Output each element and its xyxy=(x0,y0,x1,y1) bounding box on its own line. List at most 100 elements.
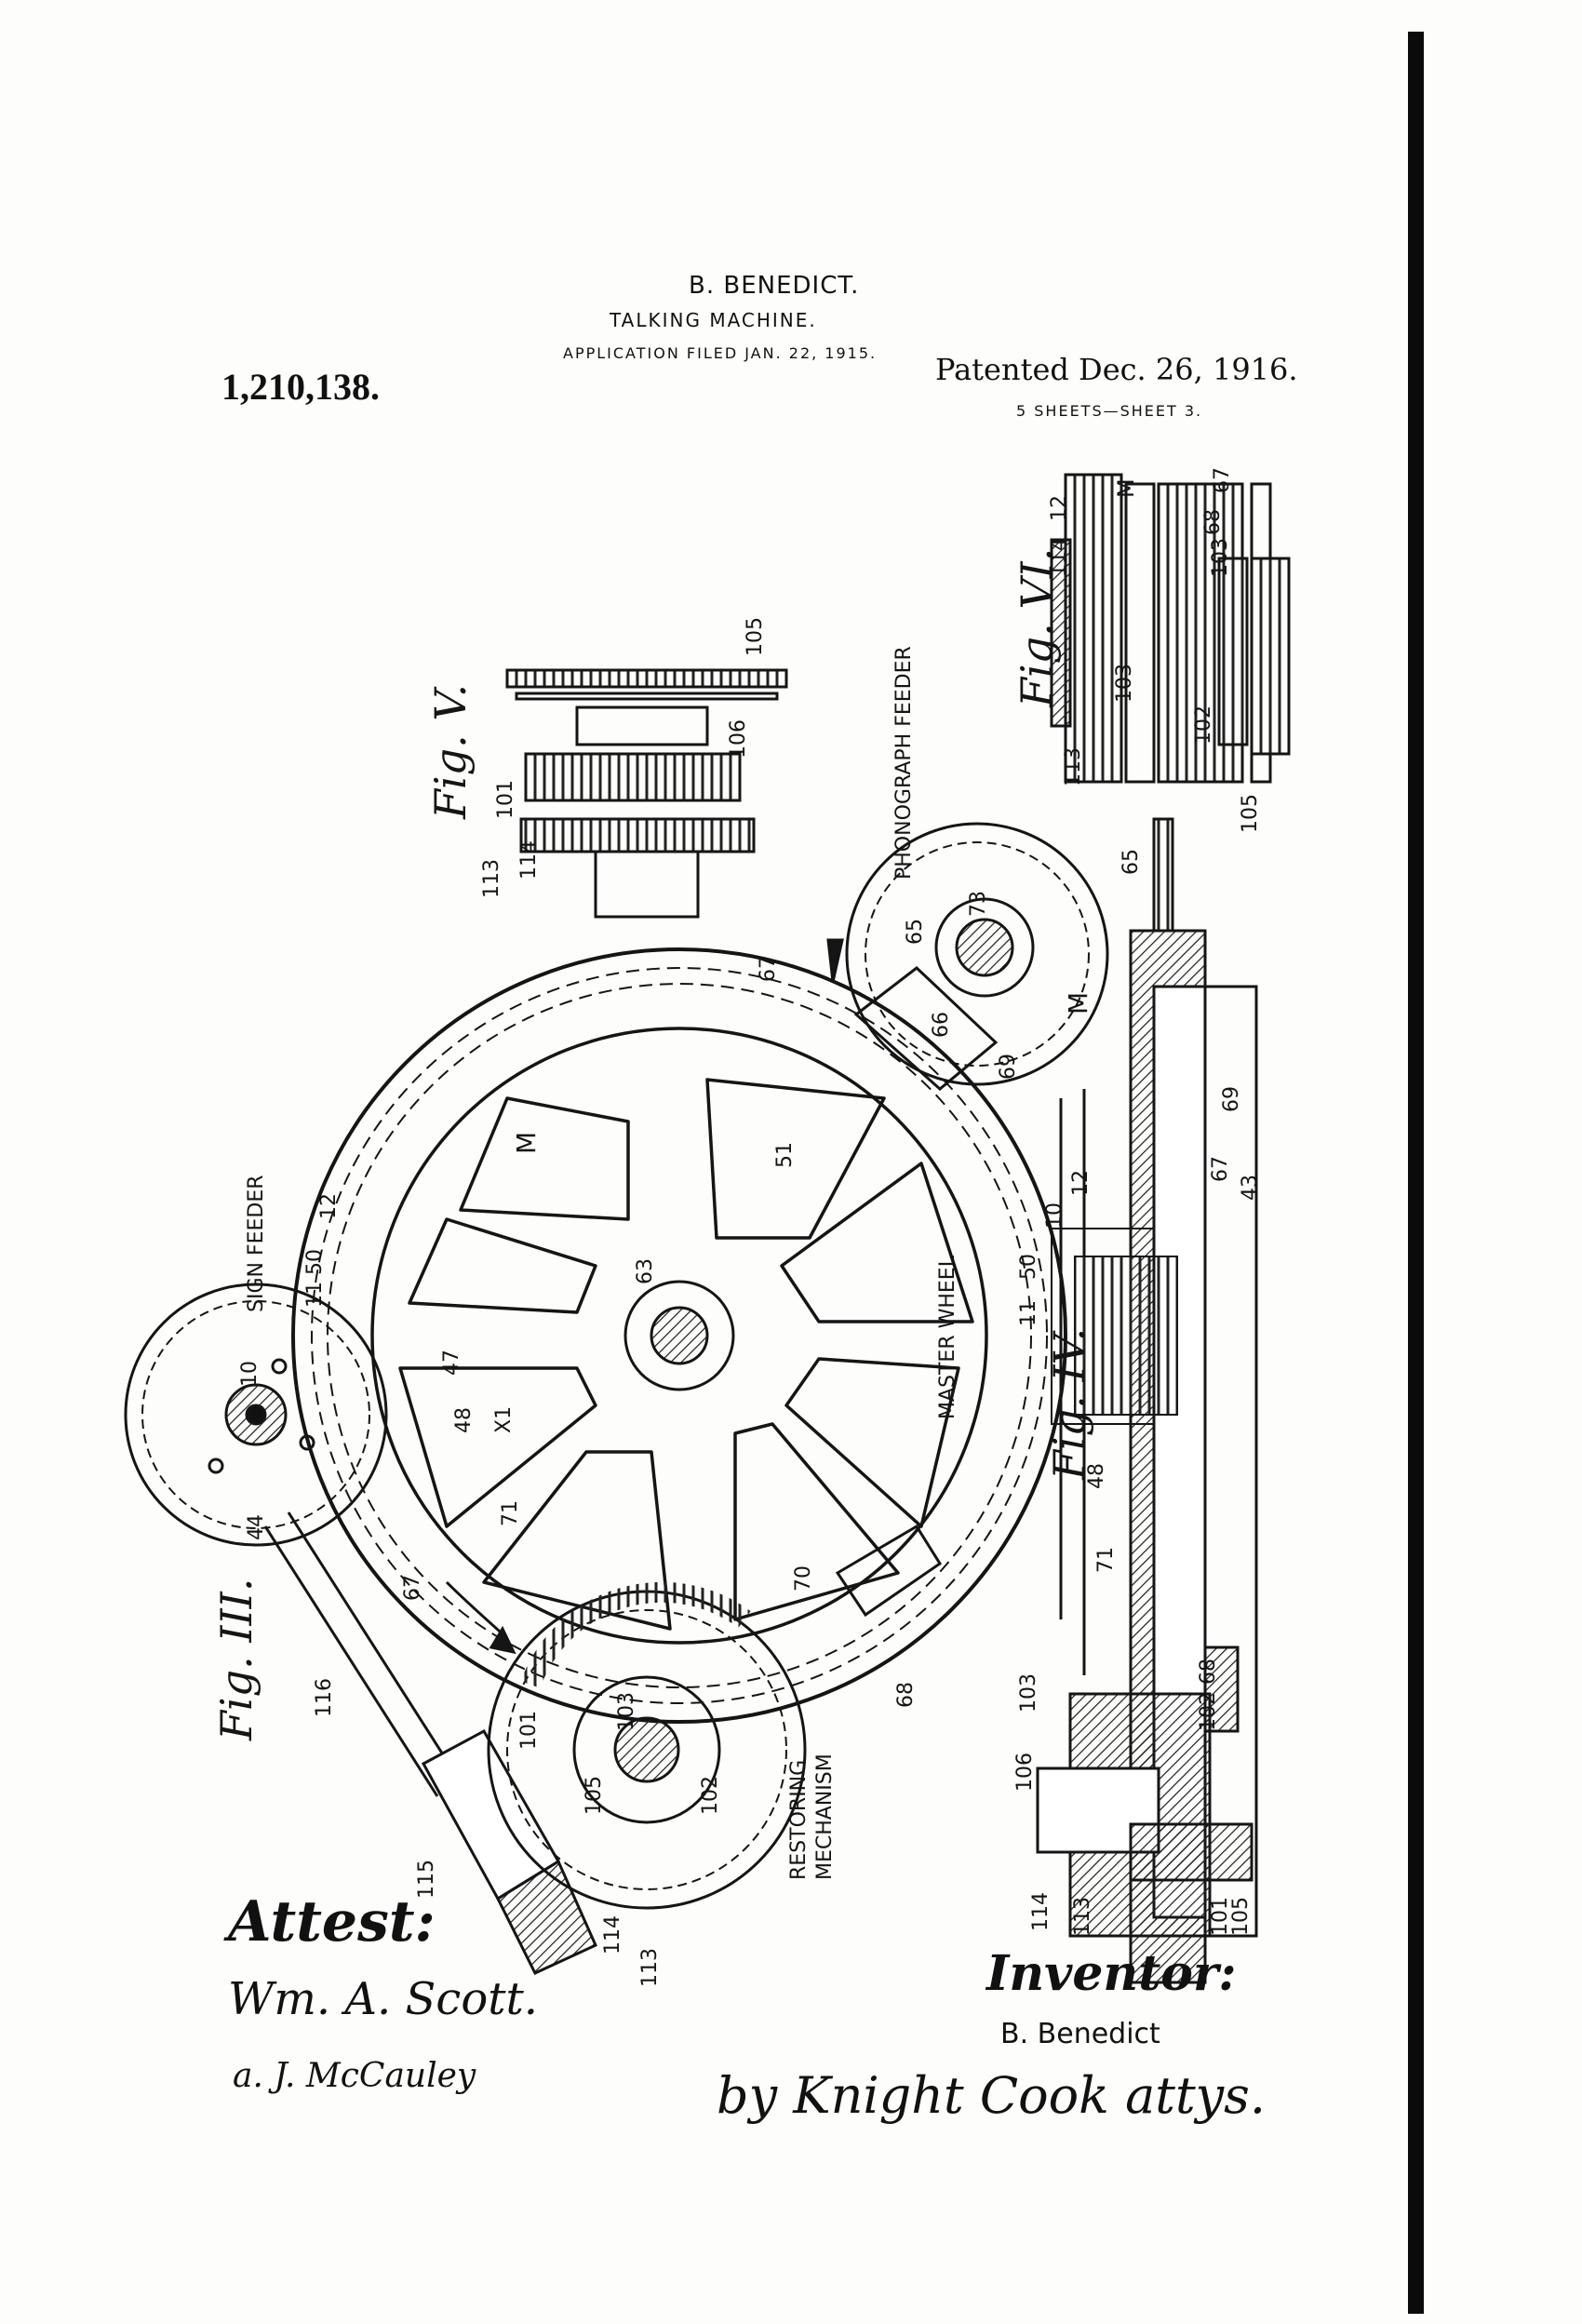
witness-1-signature: Wm. A. Scott. xyxy=(228,1973,539,2025)
fig5-label-113: 113 xyxy=(480,859,503,898)
fig6-label-114: 114 xyxy=(1048,538,1071,577)
patented-date: Patented Dec. 26, 1916. xyxy=(935,352,1298,387)
fig4-label-106: 106 xyxy=(1013,1753,1037,1792)
fig6-label-113: 113 xyxy=(1062,747,1085,786)
label-114: 114 xyxy=(601,1915,624,1955)
fig5-label-105: 105 xyxy=(744,617,767,656)
label-67b: 67 xyxy=(401,1575,424,1601)
application-filed: APPLICATION FILED JAN. 22, 1915. xyxy=(563,344,878,362)
fig3-sign-feeder-gear xyxy=(124,1283,388,1547)
label-restoring-2: MECHANISM xyxy=(813,1753,837,1880)
fig3-title: Fig. III. xyxy=(211,1578,261,1741)
inventor-signature-name: B. Benedict xyxy=(1000,2018,1160,2050)
label-105: 105 xyxy=(583,1776,606,1815)
label-restoring-1: RESTORING xyxy=(787,1760,811,1880)
label-71: 71 xyxy=(499,1500,522,1526)
fig4-label-43: 43 xyxy=(1239,1175,1262,1201)
label-master-wheel: MASTER WHEEL xyxy=(936,1255,959,1419)
fig6-assembly xyxy=(1050,473,1291,784)
label-73: 73 xyxy=(967,891,990,917)
attorneys-signature: by Knight Cook attys. xyxy=(717,2066,1267,2125)
fig3-spoke-windows xyxy=(398,1078,974,1631)
label-sign-feeder: SIGN FEEDER xyxy=(245,1175,268,1312)
inventor-name: B. BENEDICT. xyxy=(689,272,860,300)
fig6-label-12: 12 xyxy=(1048,495,1071,521)
label-67: 67 xyxy=(757,956,780,982)
fig4-label-101: 101 xyxy=(1209,1897,1232,1936)
fig4-label-105: 105 xyxy=(1229,1897,1253,1936)
fig4-label-M: M xyxy=(1063,992,1093,1014)
sheet-info: 5 SHEETS—SHEET 3. xyxy=(1016,402,1203,420)
label-10: 10 xyxy=(238,1361,261,1387)
fig4-label-12: 12 xyxy=(1069,1170,1093,1196)
fig3-shaft-116 xyxy=(263,1511,597,1975)
label-69: 69 xyxy=(997,1054,1020,1080)
fig5-label-101: 101 xyxy=(494,780,517,819)
label-51: 51 xyxy=(773,1142,797,1168)
fig6-title: Fig. VI. xyxy=(1012,548,1062,708)
label-63: 63 xyxy=(634,1258,657,1284)
fig3-master-wheel xyxy=(291,947,1067,1724)
fig6-labels: M 67 68 12 103 103 114 102 113 105 xyxy=(1048,467,1262,833)
label-116: 116 xyxy=(313,1678,336,1717)
label-phonograph-feeder: PHONOGRAPH FEEDER xyxy=(892,646,916,880)
fig4-title: Fig. IV. xyxy=(1044,1328,1094,1481)
fig4-label-68: 68 xyxy=(1197,1659,1220,1685)
fig5-labels: 105 106 101 114 113 xyxy=(480,617,767,898)
fig3-restoring-gear xyxy=(487,1581,807,1910)
label-103: 103 xyxy=(615,1692,638,1731)
inventor-label: Inventor: xyxy=(986,1945,1237,2002)
fig6-label-105: 105 xyxy=(1239,794,1262,833)
fig5-title: Fig. V. xyxy=(425,684,476,820)
fig4-label-50: 50 xyxy=(1017,1254,1040,1280)
label-48: 48 xyxy=(452,1407,476,1433)
fig5-assembly xyxy=(505,668,788,919)
fig5-label-106: 106 xyxy=(727,719,750,759)
fig4-label-103: 103 xyxy=(1017,1673,1040,1713)
label-M: M xyxy=(511,1132,542,1154)
fig4-section xyxy=(1036,817,1258,1984)
fig6-label-103b: 103 xyxy=(1113,664,1136,703)
label-X1: X1 xyxy=(492,1406,516,1433)
label-70: 70 xyxy=(792,1565,815,1592)
label-65: 65 xyxy=(904,919,927,945)
fig4-label-11: 11 xyxy=(1017,1300,1040,1326)
witness-2-signature: a. J. McCauley xyxy=(233,2057,476,2095)
fig3-labels: SIGN FEEDER MASTER WHEEL RESTORING MECHA… xyxy=(238,646,1020,1987)
label-47: 47 xyxy=(440,1350,463,1376)
fig4-label-114: 114 xyxy=(1029,1892,1052,1931)
fig3-part-68 xyxy=(835,1524,943,1618)
label-66: 66 xyxy=(930,1012,953,1038)
label-102: 102 xyxy=(699,1776,722,1815)
fig4-label-113: 113 xyxy=(1071,1897,1094,1936)
fig6-label-M: M xyxy=(1113,478,1139,498)
page-edge-rule xyxy=(1408,32,1424,2314)
figure-titles: Fig. III. Fig. IV. Fig. V. Fig. VI. xyxy=(211,548,1094,1741)
fig5-label-114: 114 xyxy=(517,840,541,880)
invention-title: TALKING MACHINE. xyxy=(610,309,817,331)
fig4-label-102: 102 xyxy=(1197,1692,1220,1731)
label-11: 11 xyxy=(303,1282,327,1308)
fig4-labels: M 65 69 67 43 12 10 50 11 48 71 68 102 1… xyxy=(1013,849,1262,1936)
fig6-label-67: 67 xyxy=(1211,467,1234,493)
attest-label: Attest: xyxy=(228,1889,436,1955)
fig3-rotation-arrows xyxy=(445,938,844,1655)
fig4-label-10: 10 xyxy=(1043,1202,1066,1229)
fig6-label-68: 68 xyxy=(1201,509,1225,535)
label-12: 12 xyxy=(317,1193,341,1219)
fig4-label-48: 48 xyxy=(1085,1463,1108,1489)
fig4-label-65: 65 xyxy=(1119,849,1143,875)
label-50: 50 xyxy=(303,1249,327,1275)
label-44: 44 xyxy=(245,1514,268,1540)
fig4-label-67: 67 xyxy=(1209,1156,1232,1182)
fig4-label-69: 69 xyxy=(1220,1086,1243,1112)
patent-number: 1,210,138. xyxy=(221,366,380,408)
label-68: 68 xyxy=(894,1682,918,1708)
fig3-phonograph-feeder-gear xyxy=(845,822,1109,1091)
label-115: 115 xyxy=(415,1860,438,1899)
fig6-label-102: 102 xyxy=(1192,705,1215,745)
fig6-label-103a: 103 xyxy=(1209,538,1232,577)
label-113: 113 xyxy=(638,1948,662,1987)
